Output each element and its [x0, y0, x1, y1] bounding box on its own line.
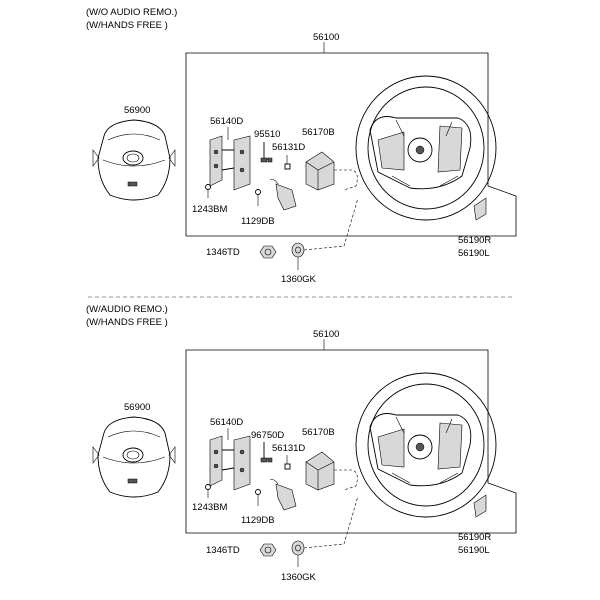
label-56100: 56100	[313, 32, 339, 43]
steering-switch-assembly	[209, 135, 251, 191]
label-56140d: 56140D	[210, 417, 243, 428]
screw-1243bm	[205, 184, 211, 198]
label-1243bm: 1243BM	[192, 502, 227, 513]
label-95510: 95510	[254, 129, 280, 140]
label-56900: 56900	[124, 402, 150, 413]
label-56131d: 56131D	[272, 443, 305, 454]
bolt-56131d	[284, 455, 291, 470]
label-56100: 56100	[313, 329, 339, 340]
steering-switch-assembly	[209, 435, 251, 491]
screw-1243bm	[205, 484, 211, 498]
bolt-56131d	[284, 155, 291, 170]
kia-logo-icon	[122, 150, 144, 166]
panel-header-line-1: (W/AUDIO REMO.)	[86, 304, 168, 315]
label-56170b: 56170B	[302, 427, 335, 438]
label-1360gk: 1360GK	[281, 572, 317, 583]
label-56140d: 56140D	[210, 116, 243, 127]
assembly-frame	[185, 349, 517, 534]
label-96750d: 96750D	[251, 430, 284, 441]
assembly-frame	[185, 52, 517, 237]
label-1129db: 1129DB	[241, 216, 275, 227]
panel-header-line-1: (W/O AUDIO REMO.)	[86, 7, 177, 18]
cover-56190	[473, 197, 487, 221]
label-56190r: 56190R	[458, 532, 491, 543]
label-56190l: 56190L	[458, 248, 490, 259]
panel-without-audio-remote: (W/O AUDIO REMO.) (W/HANDS FREE ) 56100 …	[86, 7, 517, 285]
panel-header-line-2: (W/HANDS FREE )	[86, 20, 168, 31]
washer-1360gk	[291, 540, 305, 567]
airbag-module	[92, 416, 176, 498]
airbag-module	[92, 119, 176, 201]
label-56131d: 56131D	[272, 142, 305, 153]
label-1360gk: 1360GK	[281, 274, 317, 285]
wire-harness-96750d	[260, 442, 273, 463]
bracket-1129db	[255, 179, 297, 211]
panel-with-audio-remote: (W/AUDIO REMO.) (W/HANDS FREE ) 56100 56…	[86, 304, 517, 583]
wire-harness-95510	[260, 142, 273, 163]
panel-header-line-2: (W/HANDS FREE )	[86, 317, 168, 328]
washer-1360gk	[291, 242, 305, 270]
label-56900: 56900	[124, 105, 150, 116]
label-1243bm: 1243BM	[192, 204, 227, 215]
label-56170b: 56170B	[302, 127, 335, 138]
kia-logo-icon	[122, 447, 144, 463]
clock-spring-56170b	[305, 451, 358, 491]
label-1346td: 1346TD	[206, 545, 240, 556]
label-1346td: 1346TD	[206, 247, 240, 258]
steering-wheel	[355, 75, 497, 221]
nut-1346td	[259, 543, 277, 557]
nut-1346td	[259, 245, 277, 259]
steering-wheel	[355, 372, 497, 518]
label-56190r: 56190R	[458, 235, 491, 246]
label-56190l: 56190L	[458, 545, 490, 556]
clock-spring-56170b	[305, 151, 358, 191]
bracket-1129db	[255, 479, 297, 511]
cover-56190	[473, 494, 487, 518]
label-1129db: 1129DB	[241, 515, 275, 526]
